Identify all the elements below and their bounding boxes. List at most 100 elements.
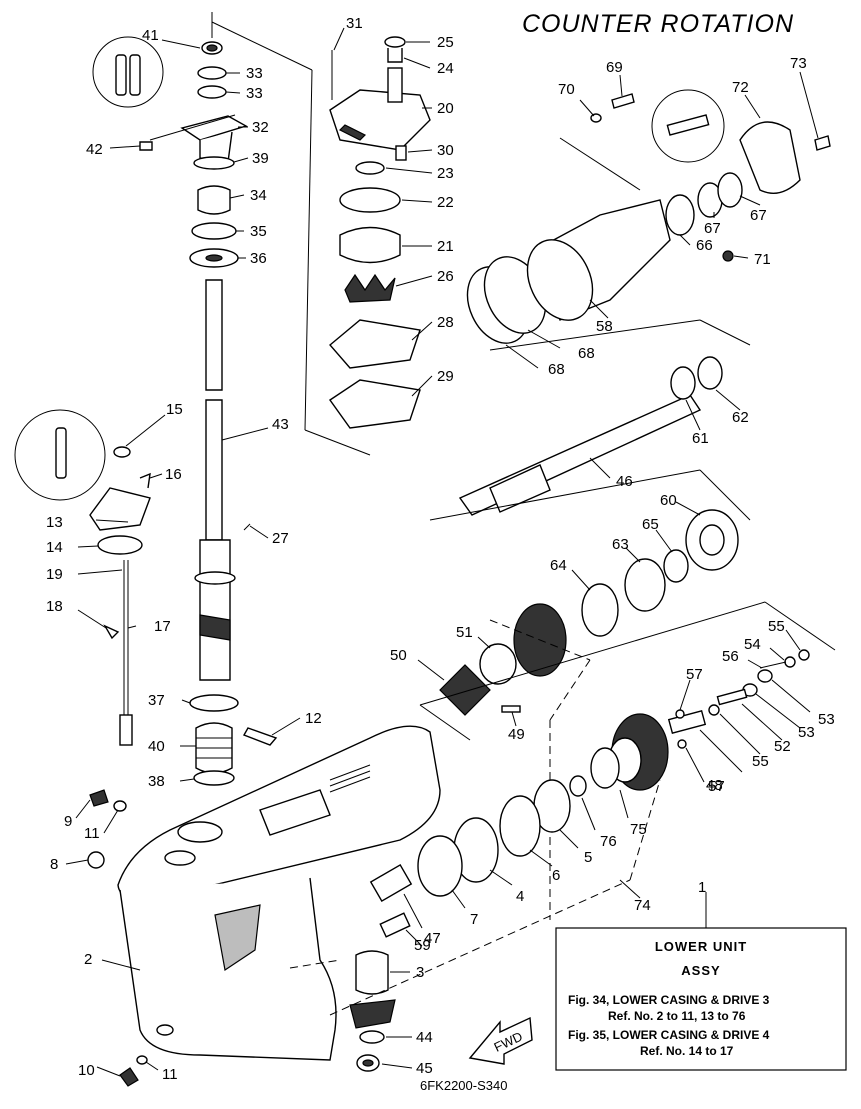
- callout-27: 27: [272, 530, 289, 547]
- part-34-bushing: [197, 185, 231, 215]
- callout-40: 40: [148, 738, 165, 755]
- part-10-plug: [119, 1067, 139, 1087]
- callout-14: 14: [46, 539, 63, 556]
- prop-shaft-housing: [466, 89, 831, 351]
- callout-63: 63: [612, 536, 629, 553]
- callout-33b: 33: [246, 85, 263, 102]
- callout-75: 75: [630, 821, 647, 838]
- lower-casing: [117, 725, 441, 1061]
- callout-61: 61: [692, 430, 709, 447]
- callout-56: 56: [722, 648, 739, 665]
- callout-69: 69: [606, 59, 623, 76]
- callout-50: 50: [390, 647, 407, 664]
- callout-20: 20: [437, 100, 454, 117]
- detail-circle-33: [92, 36, 164, 108]
- callout-59: 59: [414, 937, 431, 954]
- part-8-plug: [87, 851, 105, 869]
- callout-43: 43: [272, 416, 289, 433]
- part-64-bearing-outer: [581, 583, 619, 637]
- part-50-dog-clutch: [439, 664, 491, 716]
- callout-10: 10: [78, 1062, 95, 1079]
- callout-71: 71: [754, 251, 771, 268]
- part-38-washer: [193, 770, 235, 786]
- callout-44: 44: [416, 1029, 433, 1046]
- water-pump-assembly: [304, 36, 431, 456]
- callout-54: 54: [744, 636, 761, 653]
- part-39-gasket: [193, 156, 235, 170]
- callout-73: 73: [790, 55, 807, 72]
- info-ref-1-nums: Ref. No. 2 to 11, 13 to 76: [608, 1009, 746, 1023]
- callout-76: 76: [600, 833, 617, 850]
- callout-15: 15: [166, 401, 183, 418]
- callout-37: 37: [148, 692, 165, 709]
- part-15-seal: [113, 446, 131, 458]
- callout-8: 8: [50, 856, 58, 873]
- part-63-ring: [624, 558, 666, 612]
- part-16-bolt: [139, 472, 151, 489]
- diagram-title: COUNTER ROTATION: [522, 10, 794, 38]
- callout-29: 29: [437, 368, 454, 385]
- callout-68b: 68: [578, 345, 595, 362]
- drive-shaft-assembly: [149, 12, 313, 786]
- anode-plate: [214, 904, 261, 972]
- part-55b-ball: [708, 704, 720, 716]
- callout-32: 32: [252, 119, 269, 136]
- part-13-shift-housing: [89, 487, 151, 531]
- part-76b-clip: [569, 775, 587, 797]
- info-ref-2-nums: Ref. No. 14 to 17: [640, 1044, 734, 1058]
- callout-47: 47: [424, 930, 441, 947]
- callout-16: 16: [165, 466, 182, 483]
- callout-12: 12: [305, 710, 322, 727]
- detail-circle-15: [14, 409, 106, 501]
- callout-65: 65: [642, 516, 659, 533]
- part-21-insert-cartridge: [339, 226, 401, 264]
- part-57-ball: [675, 709, 685, 719]
- part-11-washer: [113, 800, 127, 812]
- callout-26: 26: [437, 268, 454, 285]
- part-67-seal-b: [717, 172, 743, 208]
- part-23-o-ring: [355, 161, 385, 175]
- callout-70: 70: [558, 81, 575, 98]
- part-26-impeller: [344, 273, 396, 303]
- callout-3: 3: [416, 964, 424, 981]
- part-17-rod-end: [119, 714, 133, 746]
- reverse-gear-assembly: [329, 713, 669, 1072]
- callout-34: 34: [250, 187, 267, 204]
- part-43-drive-shaft-upper: [205, 279, 223, 391]
- part-62-washer: [697, 356, 723, 390]
- callout-33a: 33: [246, 65, 263, 82]
- callout-48: 48: [706, 777, 723, 794]
- callout-38: 38: [148, 773, 165, 790]
- callout-7: 7: [470, 911, 478, 928]
- part-65-shim: [663, 549, 689, 583]
- callout-30: 30: [437, 142, 454, 159]
- callout-21: 21: [437, 238, 454, 255]
- part-33-oil-seal-upper: [197, 66, 227, 80]
- callout-28: 28: [437, 314, 454, 331]
- callout-53b: 53: [818, 711, 835, 728]
- part-71-grease-nipple: [722, 250, 734, 262]
- callout-72: 72: [732, 79, 749, 96]
- part-47-clutch-plunger: [369, 864, 413, 902]
- callout-11a: 11: [84, 825, 100, 842]
- callout-2: 2: [84, 951, 92, 968]
- callout-36: 36: [250, 250, 267, 267]
- part-6-shim: [499, 795, 541, 857]
- fwd-arrow-icon: [468, 1016, 533, 1065]
- drawing-code: 6FK2200-S340: [420, 1078, 507, 1093]
- callout-60: 60: [660, 492, 677, 509]
- part-70-washer: [590, 113, 602, 123]
- callout-39: 39: [252, 150, 269, 167]
- part-44-washer: [359, 1030, 385, 1044]
- part-76-bearing: [590, 747, 620, 789]
- part-2-lower-casing-body: [119, 877, 337, 1061]
- part-12-plate: [242, 727, 278, 746]
- shift-plunger-parts: [667, 649, 810, 749]
- part-54-ball: [784, 656, 796, 668]
- callout-64: 64: [550, 557, 567, 574]
- part-7-ring: [417, 835, 463, 897]
- callout-45: 45: [416, 1060, 433, 1077]
- callout-67b: 67: [750, 207, 767, 224]
- callout-62: 62: [732, 409, 749, 426]
- part-69-bolt: [611, 93, 635, 109]
